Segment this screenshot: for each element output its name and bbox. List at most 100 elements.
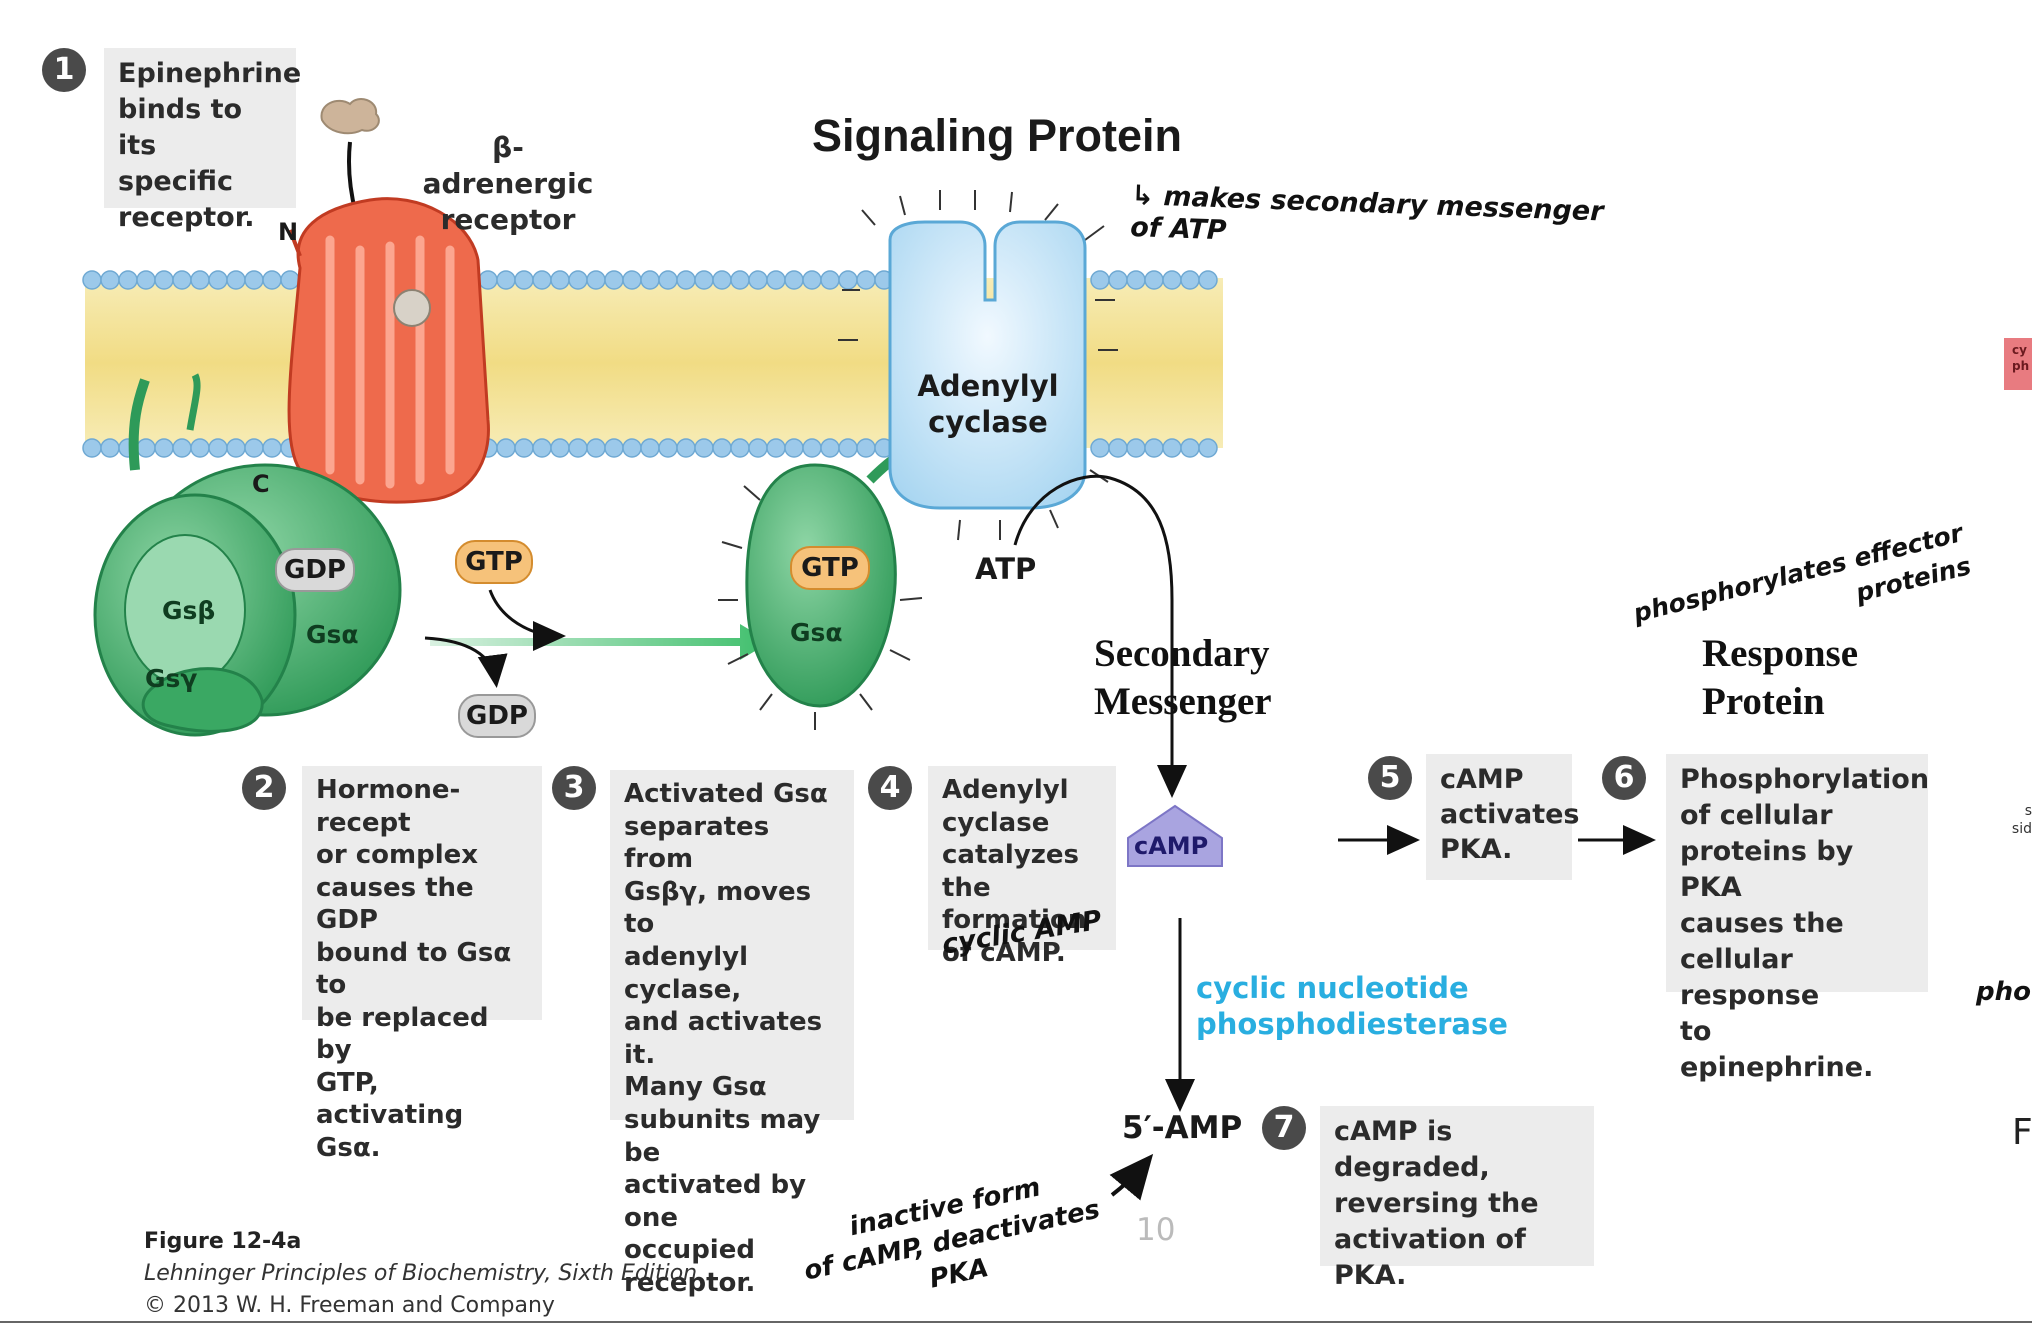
five-amp-label: 5′-AMP bbox=[1122, 1110, 1243, 1146]
lipid-head bbox=[1108, 270, 1128, 290]
cropped-red-box bbox=[2004, 338, 2032, 390]
lipid-head bbox=[730, 270, 750, 290]
lipid-head bbox=[154, 270, 174, 290]
lipid-head bbox=[748, 438, 768, 458]
step-2-number: 2 bbox=[242, 766, 286, 810]
camp-molecule bbox=[1127, 804, 1223, 867]
gdp-bound-badge: GDP bbox=[275, 548, 355, 592]
camp-label: cAMP bbox=[1134, 832, 1209, 860]
lipid-head bbox=[550, 270, 570, 290]
n-terminus-label: N bbox=[278, 218, 299, 246]
lipid-head bbox=[244, 438, 264, 458]
lipid-head bbox=[82, 438, 102, 458]
step-5-box: cAMP activates PKA. bbox=[1426, 754, 1580, 880]
handwritten-arrow bbox=[1109, 1153, 1154, 1201]
lipid-head bbox=[568, 438, 588, 458]
lipid-head bbox=[802, 270, 822, 290]
lipid-head bbox=[1126, 270, 1146, 290]
lipid-head bbox=[100, 438, 120, 458]
lipid-head bbox=[1180, 438, 1200, 458]
lipid-head bbox=[640, 438, 660, 458]
step-1-box: Epinephrine binds to its specific recept… bbox=[104, 48, 301, 233]
lipid-head bbox=[676, 270, 696, 290]
step-4-number: 4 bbox=[868, 766, 912, 810]
figure-number: Figure 12-4a bbox=[144, 1229, 302, 1254]
step-5-number: 5 bbox=[1368, 756, 1412, 800]
lipid-head bbox=[586, 270, 606, 290]
lipid-head bbox=[136, 270, 156, 290]
lipid-head bbox=[676, 438, 696, 458]
response-protein-label: Response Protein bbox=[1702, 632, 1859, 723]
step-1-number: 1 bbox=[42, 48, 86, 92]
lipid-head bbox=[190, 270, 210, 290]
lipid-head bbox=[280, 270, 300, 290]
lipid-head bbox=[1198, 270, 1218, 290]
lipid-head bbox=[1162, 270, 1182, 290]
step-7-box: cAMP is degraded, reversing the activati… bbox=[1320, 1106, 1594, 1291]
gtp-in-arrow bbox=[488, 589, 566, 651]
c-terminus-label: C bbox=[252, 470, 270, 498]
lipid-head bbox=[766, 270, 786, 290]
lipid-head bbox=[712, 438, 732, 458]
lipid-head bbox=[262, 270, 282, 290]
lipid-head bbox=[1198, 438, 1218, 458]
lipid-head bbox=[622, 270, 642, 290]
lipid-head bbox=[838, 438, 858, 458]
lipid-head bbox=[226, 270, 246, 290]
copyright-line: © 2013 W. H. Freeman and Company bbox=[144, 1293, 555, 1318]
lipid-head bbox=[766, 438, 786, 458]
gs-alpha-right-label: Gsα bbox=[790, 618, 843, 647]
lipid-head bbox=[208, 270, 228, 290]
lipid-head bbox=[478, 270, 498, 290]
lipid-head bbox=[622, 438, 642, 458]
gs-alpha-left-label: Gsα bbox=[306, 620, 359, 649]
lipid-head bbox=[496, 438, 516, 458]
lipid-head bbox=[1144, 438, 1164, 458]
lipid-head bbox=[784, 270, 804, 290]
lipid-head bbox=[856, 270, 876, 290]
lipid-head bbox=[262, 438, 282, 458]
gtp-free-badge: GTP bbox=[455, 540, 533, 584]
step-7-number: 7 bbox=[1262, 1106, 1306, 1150]
lipid-head bbox=[244, 270, 264, 290]
lipid-head bbox=[784, 438, 804, 458]
lipid-head bbox=[514, 270, 534, 290]
activation-arrow bbox=[430, 624, 770, 660]
lipid-head bbox=[1126, 438, 1146, 458]
step-2-box: Hormone-recept or complex causes the GDP… bbox=[302, 766, 542, 1163]
lipid-head bbox=[748, 270, 768, 290]
lipid-head bbox=[1108, 438, 1128, 458]
lipid-head bbox=[1180, 270, 1200, 290]
lipid-head bbox=[568, 270, 588, 290]
lipid-head bbox=[586, 438, 606, 458]
lipid-head bbox=[550, 438, 570, 458]
lipid-head bbox=[226, 438, 246, 458]
lipid-head bbox=[82, 270, 102, 290]
lipid-head bbox=[802, 438, 822, 458]
step-4-box: Adenylyl cyclase catalyzes the formation… bbox=[928, 766, 1116, 968]
lipid-head bbox=[694, 270, 714, 290]
atp-to-camp-arrow bbox=[1013, 474, 1187, 798]
lipid-head bbox=[820, 270, 840, 290]
gtp-bound-badge: GTP bbox=[790, 546, 870, 590]
lipid-head bbox=[640, 270, 660, 290]
lipid-head bbox=[1162, 438, 1182, 458]
g-protein-complex-inactive bbox=[93, 373, 402, 737]
lipid-head bbox=[694, 438, 714, 458]
step-3-number: 3 bbox=[552, 766, 596, 810]
lipid-head bbox=[208, 438, 228, 458]
lipid-head bbox=[712, 270, 732, 290]
lipid-head bbox=[532, 270, 552, 290]
adenylyl-cyclase-label: Adenylyl cyclase bbox=[917, 369, 1059, 439]
lipid-head bbox=[1090, 438, 1110, 458]
lipid-head bbox=[190, 438, 210, 458]
lipid-head bbox=[820, 438, 840, 458]
lipid-head bbox=[604, 270, 624, 290]
lipid-head bbox=[514, 438, 534, 458]
cropped-fragment-bottom: F bbox=[2012, 1112, 2032, 1153]
beta-adrenergic-receptor bbox=[271, 197, 490, 504]
cropped-fragment-low: pho bbox=[1976, 977, 2031, 1007]
book-citation: Lehninger Principles of Biochemistry, Si… bbox=[144, 1261, 698, 1286]
